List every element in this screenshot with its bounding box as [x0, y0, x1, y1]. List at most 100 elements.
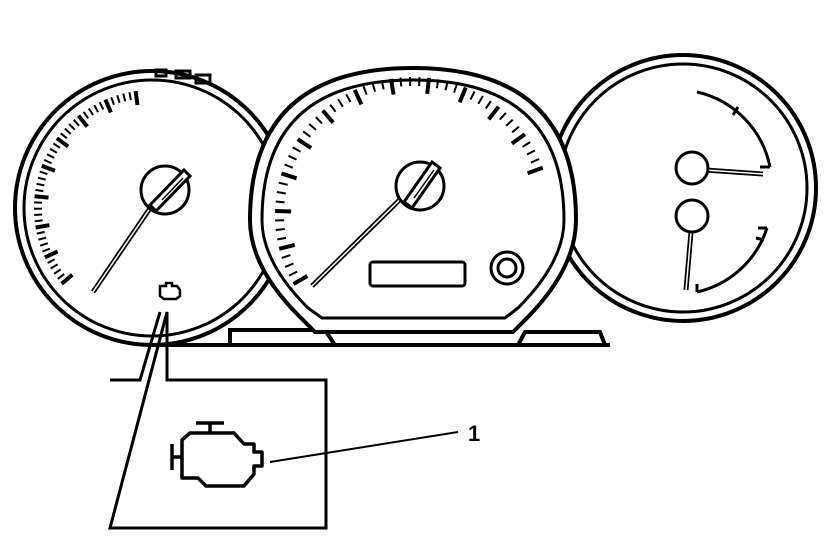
speedometer-tick — [277, 236, 287, 241]
speedometer-tick — [487, 105, 501, 121]
speedometer-tick — [457, 86, 468, 104]
tachometer-tick — [110, 96, 115, 106]
lower-gauge-hub — [674, 198, 710, 234]
speedometer-tick — [425, 77, 431, 95]
tachometer-tick — [64, 127, 72, 135]
speedometer-tick — [352, 89, 364, 106]
speedometer-tick — [380, 80, 385, 90]
speedometer-tick — [321, 109, 335, 125]
speedometer-tick — [337, 98, 344, 108]
tachometer-tick — [133, 90, 140, 106]
speedometer-tick — [526, 165, 544, 176]
tachometer-tick — [72, 119, 80, 127]
speedometer-tick — [530, 158, 540, 164]
odometer-display — [368, 260, 467, 288]
speedometer-tick — [499, 112, 507, 121]
tachometer-tick — [46, 153, 55, 159]
speedometer-tick — [287, 154, 297, 161]
tachometer-tick — [76, 114, 89, 128]
speedometer-tick — [296, 137, 313, 150]
speedometer-tick — [280, 171, 298, 181]
speedometer-tick — [511, 125, 520, 134]
tachometer-tick — [60, 273, 74, 286]
speedometer-tick — [275, 228, 285, 231]
tachometer-tick — [34, 213, 43, 216]
tachometer-tick — [122, 93, 127, 102]
speedometer-tick — [308, 123, 317, 131]
tachometer-tick — [57, 273, 65, 280]
speedometer-tick — [281, 254, 291, 259]
callout-number-1: 1 — [468, 421, 480, 446]
speedometer-tick — [469, 91, 476, 100]
tachometer-tick — [47, 258, 56, 264]
tachometer-tick — [36, 230, 45, 235]
tachometer-tick — [35, 223, 50, 230]
tachometer-tick — [38, 236, 47, 241]
speedometer-tick — [477, 95, 484, 105]
tachometer-tick — [41, 163, 56, 173]
speedometer-tick — [362, 85, 368, 95]
speedometer-tick — [444, 81, 449, 91]
speedometer-tick — [521, 141, 531, 148]
speedometer-tick — [275, 209, 292, 214]
speedometer-tick — [484, 100, 492, 110]
tachometer-tick — [50, 263, 59, 270]
tachometer-tick — [87, 107, 94, 116]
speedometer-tick — [276, 191, 286, 195]
upper-gauge-hub — [674, 150, 710, 186]
speedometer-tick — [399, 77, 403, 87]
speedometer-tick — [284, 163, 294, 169]
tachometer-tick — [49, 147, 58, 154]
tachometer-tick — [82, 111, 90, 119]
cluster-base-plate — [160, 328, 610, 347]
tachometer-tick — [39, 242, 49, 247]
callout-1-leader — [269, 431, 459, 463]
tachometer-tick — [93, 104, 99, 113]
lower-gauge-scale — [695, 226, 769, 294]
aux-gauges — [548, 53, 818, 323]
speedometer-gauge — [247, 65, 579, 334]
speedometer-tick — [345, 93, 352, 103]
tachometer-tick — [55, 136, 70, 149]
tachometer-scale — [34, 90, 140, 286]
tachometer-tick — [116, 94, 121, 104]
tachometer-tick — [53, 268, 62, 275]
tachometer-tick — [68, 123, 76, 131]
tachometer-tick — [52, 142, 61, 149]
tachometer-tick — [36, 182, 45, 187]
tachometer-tick — [34, 194, 49, 200]
speedometer-tick — [278, 242, 296, 251]
tachometer-tick — [34, 219, 43, 223]
speedometer-tick — [302, 130, 311, 138]
tachometer-tick — [43, 249, 59, 260]
check-engine-icon — [170, 421, 264, 488]
tachometer-tick — [103, 98, 113, 114]
speedometer-tick — [292, 146, 302, 153]
tachometer-tick — [35, 188, 44, 193]
aux-gauge-bezel — [548, 53, 818, 323]
trip-reset-knob — [489, 250, 525, 286]
tachometer-gauge — [13, 68, 291, 347]
speedometer-tick — [292, 274, 309, 286]
speedometer-tick — [284, 262, 294, 268]
speedometer-scale — [275, 76, 544, 286]
speedometer-tick — [435, 79, 440, 89]
speedometer-tick — [371, 82, 377, 92]
speedometer-tick — [526, 149, 536, 156]
tachometer-redline-segments — [154, 68, 212, 85]
speedometer-tick — [275, 200, 285, 204]
upper-gauge-scale — [696, 90, 772, 169]
tachometer-tick — [42, 247, 51, 253]
tachometer-tick — [43, 158, 52, 165]
speedometer-tick — [315, 116, 323, 125]
speedometer-face — [260, 78, 566, 320]
tachometer-tick — [60, 132, 68, 140]
speedometer-tick — [329, 103, 337, 113]
tachometer-tick — [39, 170, 48, 176]
speedometer-tick — [510, 132, 527, 146]
speedometer-tick — [278, 181, 288, 186]
tachometer-tick — [98, 101, 105, 110]
check-engine-lamp-small — [158, 281, 182, 301]
speedometer-tick — [505, 118, 514, 127]
